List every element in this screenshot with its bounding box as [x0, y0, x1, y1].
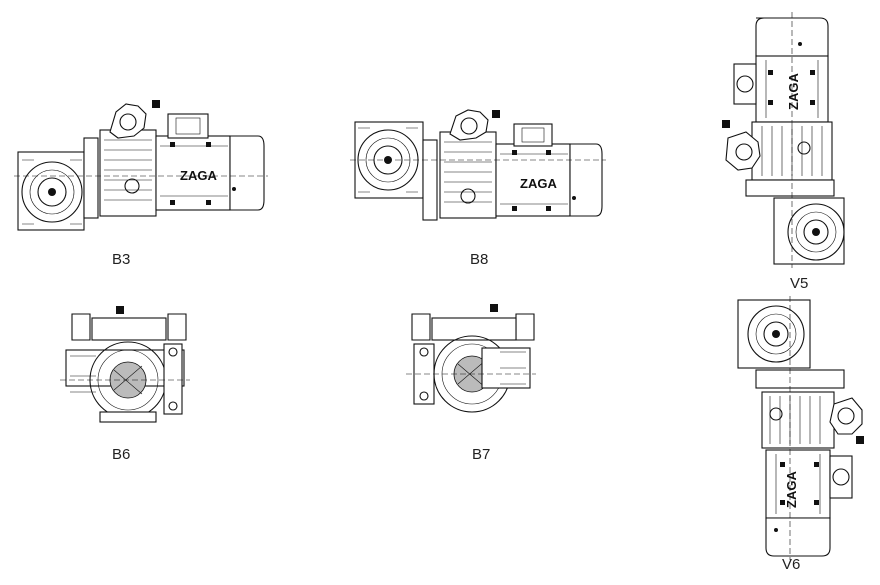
b3-brand-label: ZAGA [180, 168, 217, 183]
v5-brand-label: ZAGA [786, 73, 801, 110]
label-v5: V5 [790, 275, 809, 292]
v6-brand-label: ZAGA [784, 471, 799, 508]
label-b7: B7 [472, 446, 491, 463]
b8-brand-label: ZAGA [520, 176, 557, 191]
label-v6: V6 [782, 556, 801, 573]
label-b6: B6 [112, 446, 131, 463]
label-b8: B8 [470, 251, 489, 268]
label-b3: B3 [112, 251, 131, 268]
